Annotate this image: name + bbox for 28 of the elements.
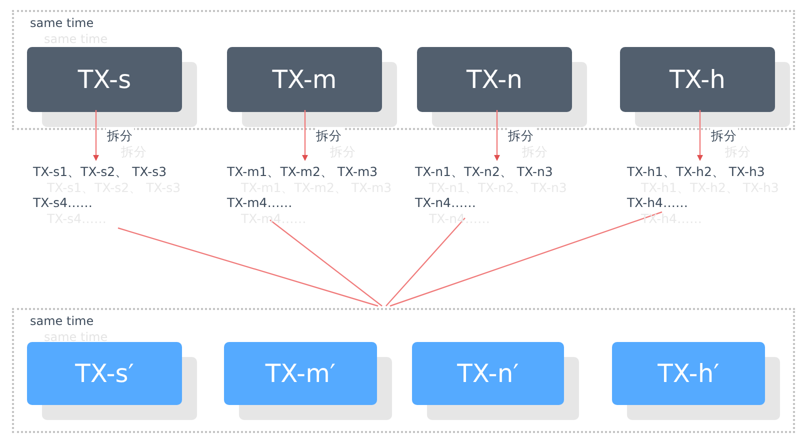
connector-line bbox=[390, 211, 662, 307]
item-list-text: TX-m1、TX-m2、 TX-m3 TX-m4…… bbox=[227, 156, 389, 218]
process-box: TX-n bbox=[417, 47, 572, 112]
item-list-text: TX-n1、TX-n2、 TX-n3 TX-n4…… bbox=[415, 156, 565, 218]
process-box: TX-m′ bbox=[224, 342, 377, 405]
edge-label: 拆分 bbox=[106, 128, 134, 145]
frame-label: same time bbox=[30, 16, 94, 30]
connector-line bbox=[93, 110, 99, 161]
edge-label: 拆分 bbox=[315, 128, 343, 145]
item-list-text: TX-s1、TX-s2、 TX-s3 TX-s4…… bbox=[33, 156, 183, 218]
connector-line bbox=[302, 110, 308, 161]
process-box: TX-h′ bbox=[612, 342, 765, 405]
connector-line bbox=[118, 227, 378, 307]
process-box: TX-n′ bbox=[412, 342, 564, 405]
process-box: TX-s′ bbox=[27, 342, 182, 405]
item-list-text: TX-h1、TX-h2、 TX-h3 TX-h4…… bbox=[627, 156, 777, 218]
connector-line bbox=[697, 110, 703, 161]
edge-label: 拆分 bbox=[710, 128, 738, 145]
connector-line bbox=[494, 110, 500, 161]
process-box: TX-s bbox=[27, 47, 182, 112]
process-box: TX-h bbox=[620, 47, 775, 112]
frame-label: same time bbox=[30, 314, 94, 328]
connector-line bbox=[270, 220, 382, 306]
dotted-frame bbox=[12, 10, 795, 130]
dotted-frame bbox=[12, 308, 795, 433]
connector-line bbox=[386, 218, 466, 306]
edge-label: 拆分 bbox=[507, 128, 535, 145]
process-box: TX-m bbox=[227, 47, 382, 112]
